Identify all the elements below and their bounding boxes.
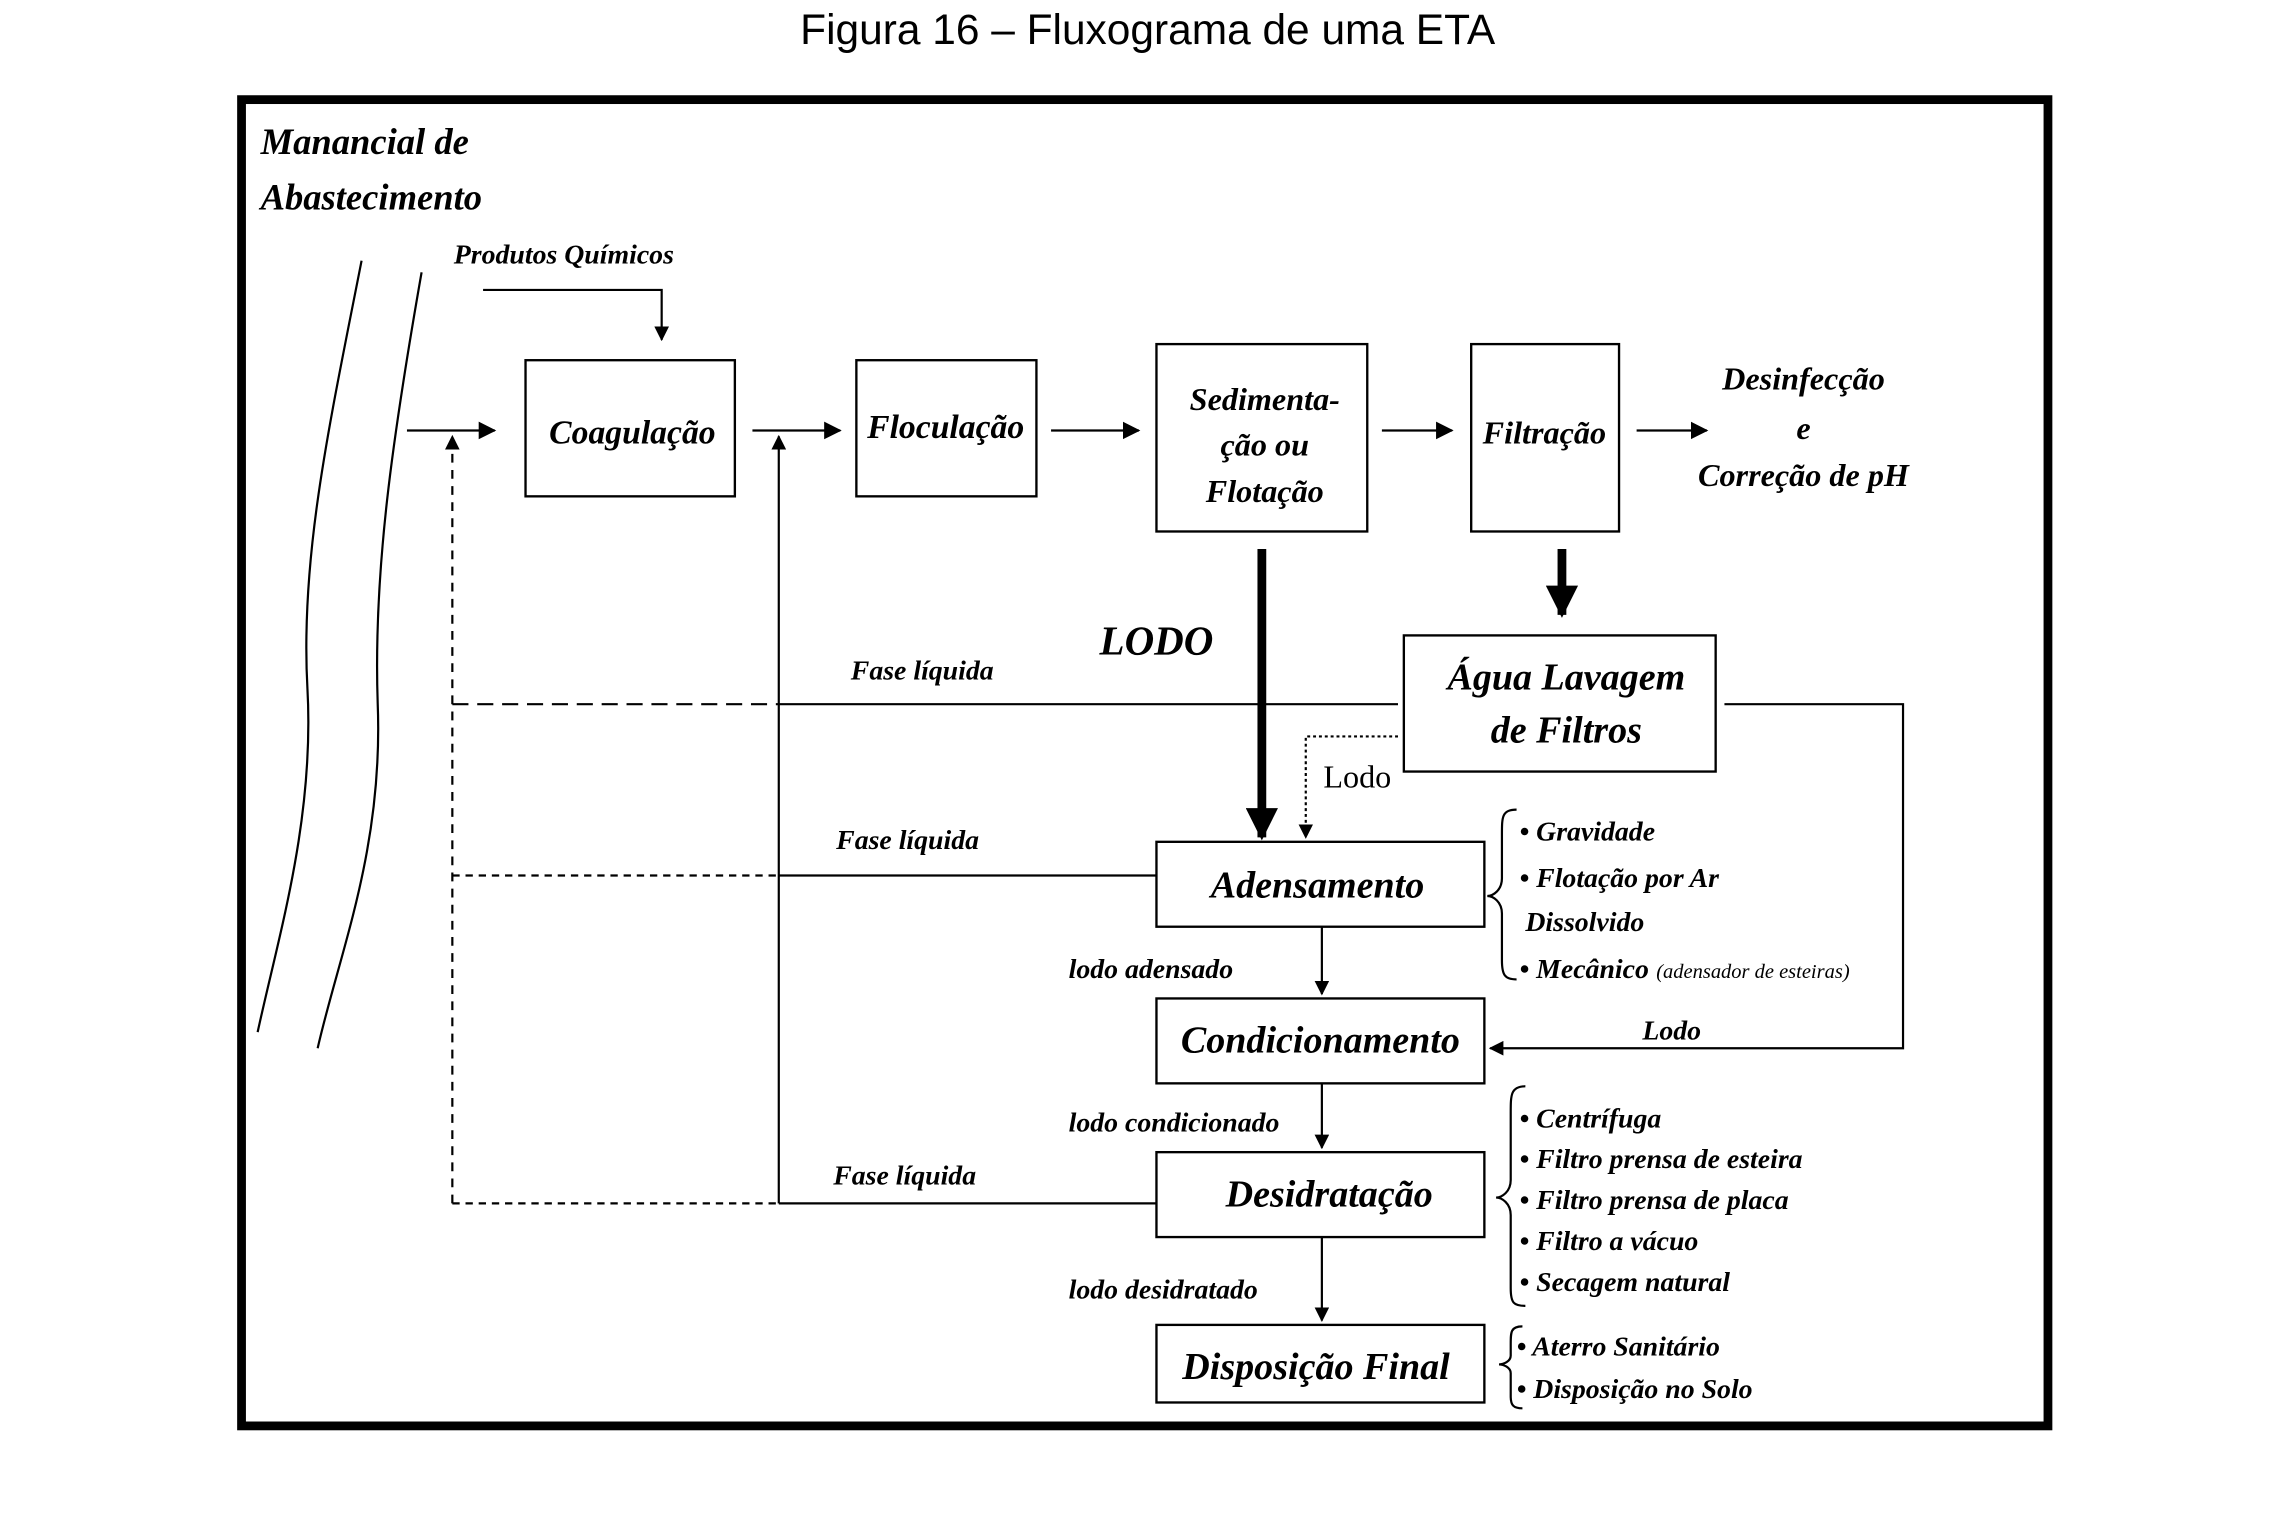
dotted-lodo-arrow (1298, 735, 1398, 839)
lodo-big-label: LODO (1099, 617, 1214, 663)
option-centrifuga: • Centrífuga (1519, 1103, 1661, 1134)
box-condicionamento: Condicionamento (1155, 997, 1486, 1085)
fase-liquida-label-1: Fase líquida (850, 655, 994, 686)
source-label-line2: Abastecimento (259, 176, 483, 217)
sedimentacao-label-2: ção ou (1221, 426, 1310, 462)
box-filtracao: Filtração (1470, 342, 1621, 533)
sedimentacao-label-1: Sedimenta- (1190, 381, 1340, 417)
coagulacao-label: Coagulação (549, 415, 715, 452)
lodo-right-arrow (1488, 703, 1905, 1056)
box-floculacao: Floculação (855, 359, 1038, 498)
agua-lavagem-label-1: Água Lavagem (1445, 657, 1685, 699)
option-filtro-esteira: • Filtro prensa de esteira (1519, 1144, 1802, 1175)
box-sedimentacao: Sedimenta- ção ou Flotação (1155, 342, 1369, 533)
option-secagem: • Secagem natural (1519, 1267, 1730, 1298)
figure-title: Figura 16 – Fluxograma de uma ETA (800, 6, 1496, 53)
option-mecanico: • Mecânico (adensador de esteiras) (1519, 954, 1849, 985)
river-bank-left (256, 260, 363, 1033)
option-filtro-placa: • Filtro prensa de placa (1519, 1185, 1788, 1216)
box-disposicao-final: Disposição Final (1155, 1323, 1486, 1404)
sedimentacao-label-3: Flotação (1205, 473, 1324, 509)
source-label-line1: Manancial de (260, 121, 469, 162)
condicionamento-label: Condicionamento (1181, 1020, 1460, 1062)
floculacao-label: Floculação (866, 409, 1024, 446)
lodo-dotted-label: Lodo (1323, 759, 1391, 795)
desinfeccao-label-2: e (1796, 410, 1810, 446)
option-flotacao-1: • Flotação por Ar (1519, 863, 1720, 894)
brace-desidratacao (1495, 1085, 1526, 1307)
adensamento-label: Adensamento (1209, 864, 1425, 906)
lodo-adensado-label: lodo adensado (1069, 954, 1233, 985)
chemicals-label: Produtos Químicos (453, 240, 674, 271)
box-adensamento: Adensamento (1155, 840, 1486, 928)
desinfeccao-text: Desinfecção e Correção de pH (1698, 360, 1910, 493)
brace-adensamento (1487, 808, 1517, 981)
option-mecanico-note: (adensador de esteiras) (1656, 961, 1850, 983)
desinfeccao-label-1: Desinfecção (1721, 360, 1885, 396)
box-agua-lavagem: Água Lavagem de Filtros (1402, 634, 1717, 773)
option-solo: • Disposição no Solo (1517, 1374, 1753, 1405)
option-flotacao-2: Dissolvido (1524, 907, 1644, 938)
lodo-condicionado-label: lodo condicionado (1069, 1108, 1280, 1139)
filtracao-label: Filtração (1482, 415, 1606, 451)
river-bank-right (316, 272, 423, 1049)
option-gravidade: • Gravidade (1519, 816, 1655, 847)
lodo-desidratado-label: lodo desidratado (1069, 1275, 1258, 1306)
agua-lavagem-label-2: de Filtros (1491, 709, 1642, 751)
lodo-right-label: Lodo (1641, 1015, 1701, 1046)
disposicao-label: Disposição Final (1181, 1346, 1450, 1388)
brace-disposicao (1498, 1325, 1523, 1410)
desinfeccao-label-3: Correção de pH (1698, 457, 1910, 493)
diagram-frame (237, 95, 2053, 1431)
box-coagulacao: Coagulação (524, 359, 737, 498)
option-aterro: • Aterro Sanitário (1517, 1332, 1720, 1363)
desidratacao-label: Desidratação (1225, 1173, 1433, 1215)
chemicals-arrow (483, 288, 669, 342)
fase-liquida-label-3: Fase líquida (832, 1160, 976, 1191)
option-filtro-vacuo: • Filtro a vácuo (1519, 1226, 1698, 1257)
box-desidratacao: Desidratação (1155, 1150, 1486, 1239)
fase-liquida-label-2: Fase líquida (835, 825, 979, 856)
option-mecanico-label: • Mecânico (1519, 954, 1648, 985)
